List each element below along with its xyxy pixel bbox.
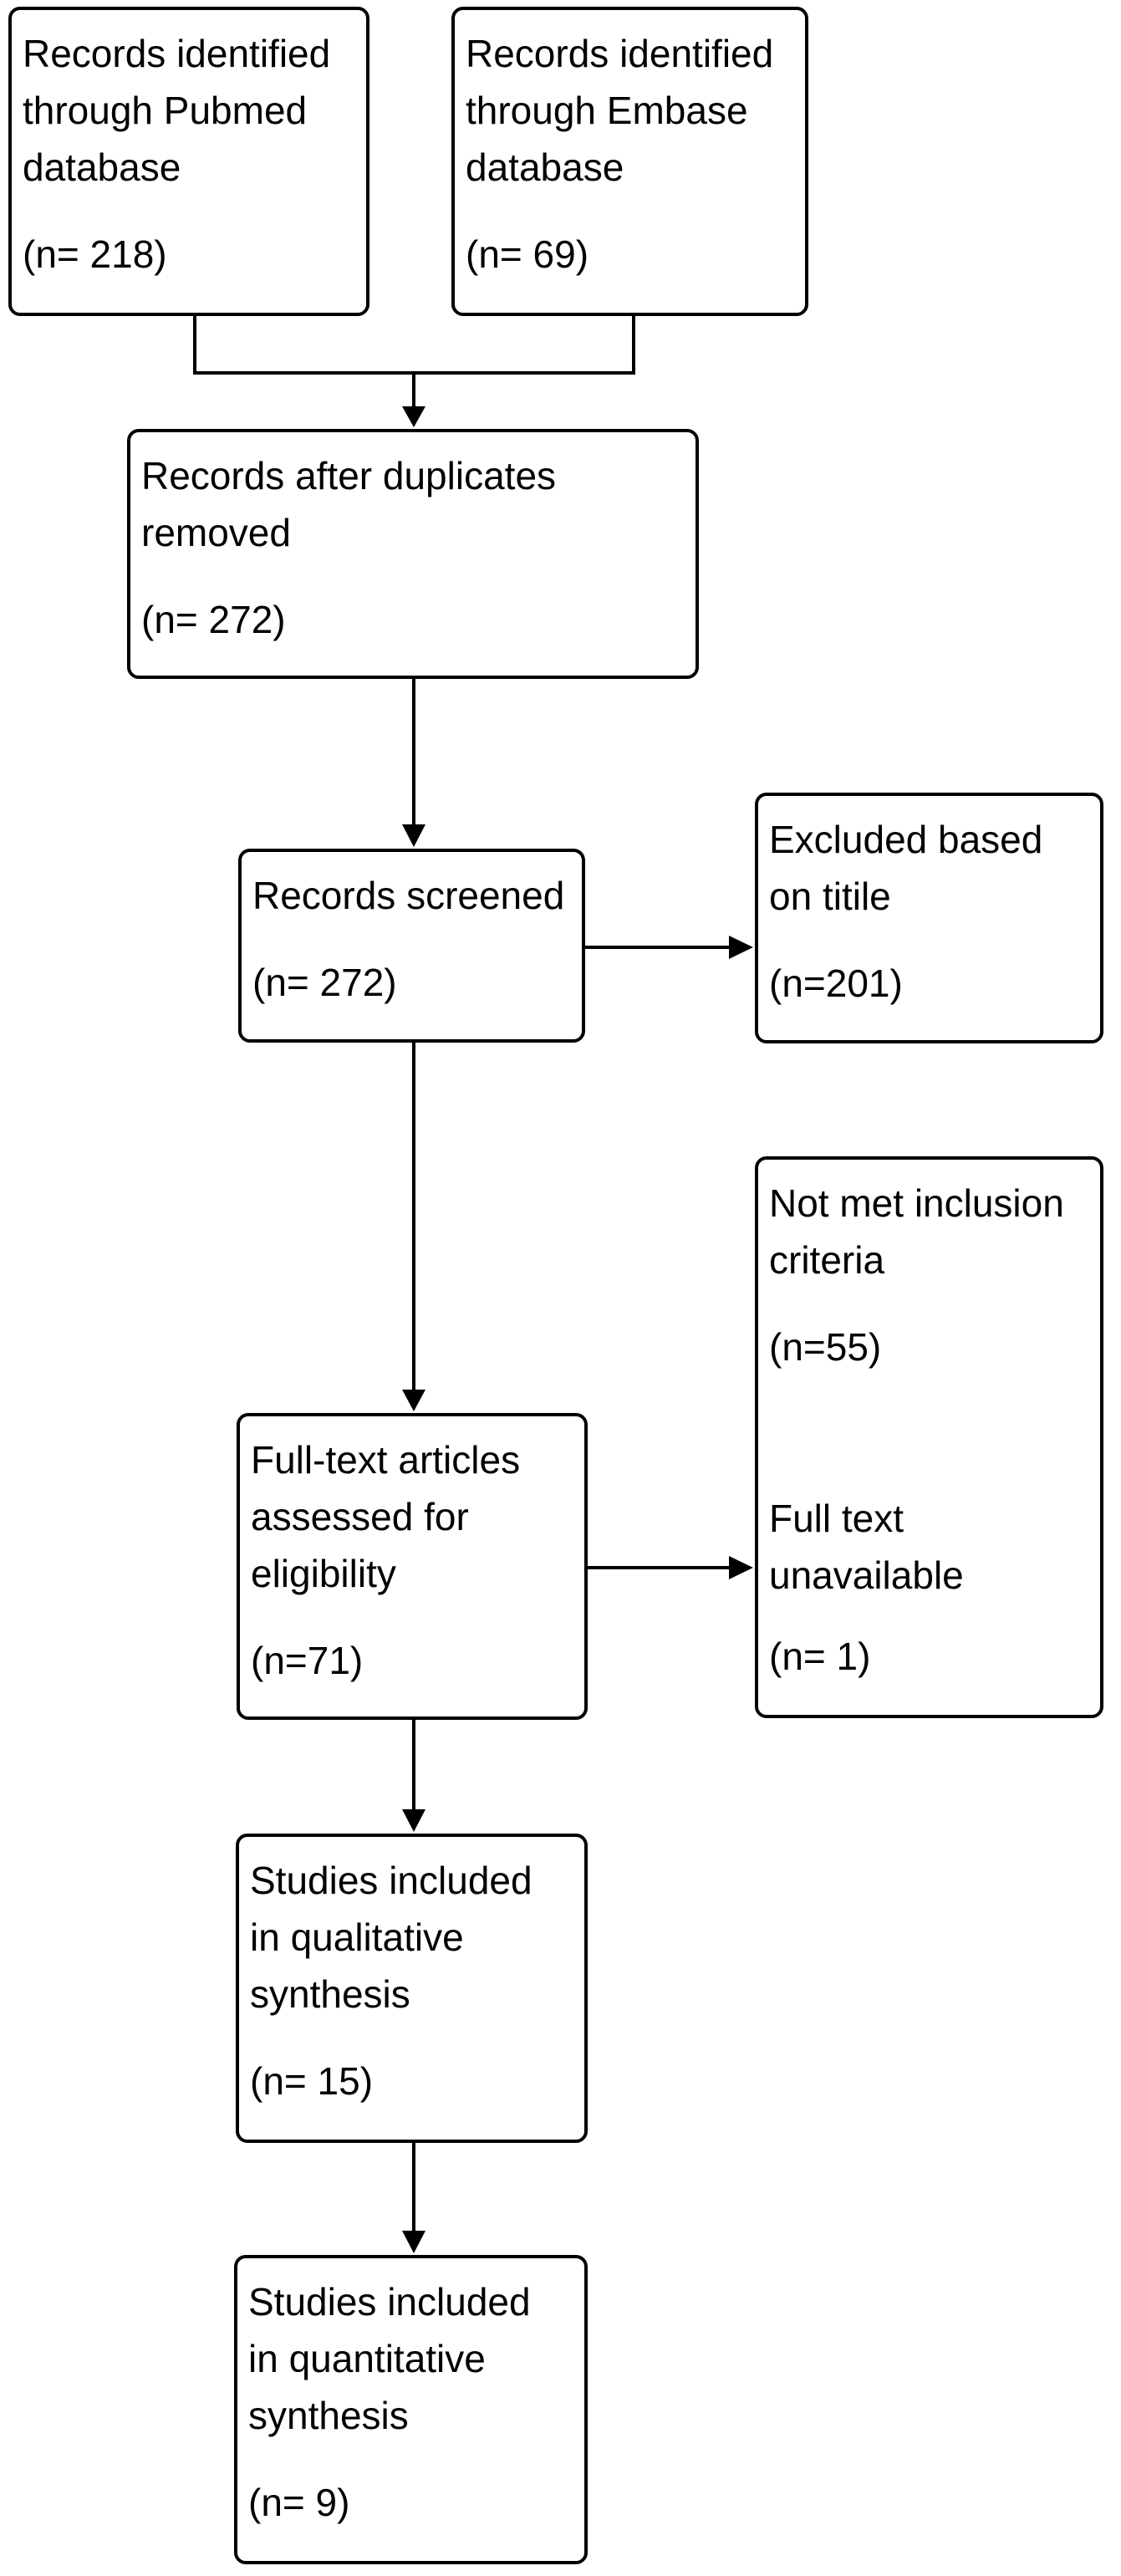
flow-box-fulltext-exclusions: Not met inclusion criteria (n=55) Full t…	[755, 1156, 1103, 1718]
box-text-line: through Pubmed	[23, 89, 308, 132]
box-text-line: on titile	[769, 875, 891, 918]
box-text-line: Records screened	[252, 874, 565, 917]
flow-box-records-screened: Records screened (n= 272)	[238, 849, 585, 1043]
box-text-line: synthesis	[248, 2394, 409, 2437]
flow-box-duplicates-removed: Records after duplicates removed (n= 272…	[127, 429, 699, 679]
arrowhead-down-icon	[402, 1390, 425, 1411]
box-text-line: Records identified	[23, 32, 331, 75]
record-count: (n= 69)	[466, 232, 589, 276]
box-text-line: Studies included	[248, 2280, 531, 2324]
box-text-line: removed	[141, 511, 291, 554]
box-text-line: eligibility	[251, 1552, 396, 1595]
arrowhead-right-icon	[729, 1556, 753, 1579]
box-text-line: Excluded based	[769, 818, 1043, 861]
flow-box-records-embase: Records identified through Embase databa…	[451, 7, 808, 316]
box-text-line: Studies included	[250, 1859, 532, 1902]
flow-box-qualitative-synthesis: Studies included in qualitative synthesi…	[236, 1834, 588, 2143]
arrowhead-down-icon	[402, 2231, 425, 2253]
record-count: (n= 218)	[23, 232, 167, 276]
box-text-line: database	[23, 145, 181, 189]
box-text-line: Full-text articles	[251, 1438, 521, 1482]
flow-box-excluded-on-title: Excluded based on titile (n=201)	[755, 793, 1103, 1043]
box-text-line: database	[466, 145, 624, 189]
box-text-line: Full text	[769, 1497, 904, 1540]
box-text-line: Records identified	[466, 32, 774, 75]
arrowhead-down-icon	[402, 406, 425, 427]
flow-box-fulltext-assessed: Full-text articles assessed for eligibil…	[237, 1413, 588, 1720]
arrowhead-down-icon	[402, 824, 425, 847]
box-text-line: through Embase	[466, 89, 748, 132]
flow-box-records-pubmed: Records identified through Pubmed databa…	[8, 7, 369, 316]
arrowhead-right-icon	[729, 936, 753, 959]
box-text-line: assessed for	[251, 1495, 469, 1538]
flow-box-quantitative-synthesis: Studies included in quantitative synthes…	[234, 2255, 588, 2564]
record-count: (n= 9)	[248, 2481, 350, 2524]
arrowhead-down-icon	[402, 1809, 425, 1832]
box-text-line: in quantitative	[248, 2337, 486, 2380]
record-count: (n= 15)	[250, 2059, 374, 2103]
box-text-line: in qualitative	[250, 1915, 464, 1959]
record-count: (n= 272)	[141, 598, 286, 641]
record-count: (n=55)	[769, 1325, 882, 1369]
box-text-line: unavailable	[769, 1553, 964, 1597]
box-text-line: synthesis	[250, 1972, 410, 2016]
box-text-line: Not met inclusion	[769, 1181, 1064, 1225]
record-count: (n=201)	[769, 962, 903, 1005]
record-count: (n=71)	[251, 1639, 364, 1682]
box-text-line: Records after duplicates	[141, 454, 557, 497]
box-text-line: criteria	[769, 1238, 885, 1282]
record-count: (n= 1)	[769, 1635, 871, 1678]
record-count: (n= 272)	[252, 961, 397, 1004]
